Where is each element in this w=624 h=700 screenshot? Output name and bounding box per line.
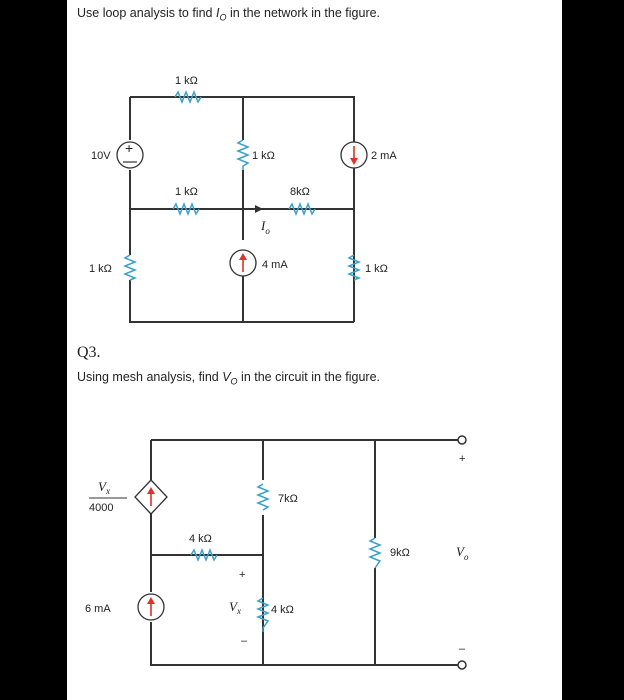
q2-resistor-top (174, 89, 202, 105)
q2-label-r-right: 1 kΩ (365, 263, 388, 275)
q2-label-i-4ma: 4 mA (262, 259, 288, 271)
q2-label-r-mid-left: 1 kΩ (175, 186, 198, 198)
q3-dependent-current-source (134, 479, 168, 515)
q2-label-r-mid-vert: 1 kΩ (252, 150, 275, 162)
q3-label-i-6ma: 6 mA (85, 603, 111, 615)
q3-current-source-6ma (137, 593, 165, 621)
q3-resistor-4k-horizontal (190, 547, 218, 563)
q2-label-r-mid-right: 8kΩ (290, 186, 310, 198)
q3-resistor-7k (255, 483, 271, 511)
q2-circuit-diagram: 1 kΩ + 10V 1 kΩ 2 mA 1 kΩ 8kΩ Io 1 kΩ 4 … (89, 75, 397, 323)
q2-resistor-mid-vertical (235, 139, 251, 170)
q2-resistor-mid-right (288, 201, 316, 217)
svg-text:–: – (459, 643, 466, 655)
q3-label-dep-num: Vx (98, 479, 110, 496)
q2-resistor-right (346, 254, 362, 281)
q2-label-io: Io (260, 218, 270, 236)
svg-text:–: – (241, 635, 248, 647)
q2-label-r-left: 1 kΩ (89, 263, 112, 275)
svg-text:+: + (459, 453, 465, 465)
q3-terminal-bottom (457, 660, 467, 670)
q3-resistor-9k (367, 537, 383, 569)
document-page: Use loop analysis to find IO in the netw… (67, 0, 562, 700)
q2-label-r-top: 1 kΩ (175, 75, 198, 87)
q2-label-v-src: 10V (91, 150, 111, 162)
q2-prompt: Use loop analysis to find IO in the netw… (77, 6, 381, 23)
q3-label-r-4k-v: 4 kΩ (271, 604, 294, 616)
q3-resistor-4k-vertical (255, 597, 271, 632)
svg-text:+: + (239, 569, 245, 581)
q3-label-r-9k: 9kΩ (390, 547, 410, 559)
q3-terminal-top (457, 435, 467, 445)
q3-label-vo: Vo (456, 544, 469, 562)
q3-label-vx: Vx (229, 599, 241, 616)
q3-label-r-4k-h: 4 kΩ (189, 533, 212, 545)
q3-heading: Q3. (77, 344, 101, 361)
q3-label-dep-den: 4000 (89, 502, 113, 514)
q2-label-i-2ma: 2 mA (371, 150, 397, 162)
svg-text:+: + (125, 140, 133, 156)
q3-label-r-7k: 7kΩ (278, 493, 298, 505)
q2-resistor-mid-left (172, 201, 200, 217)
q3-prompt: Using mesh analysis, find VO in the circ… (77, 370, 380, 387)
q2-resistor-left (122, 254, 138, 281)
